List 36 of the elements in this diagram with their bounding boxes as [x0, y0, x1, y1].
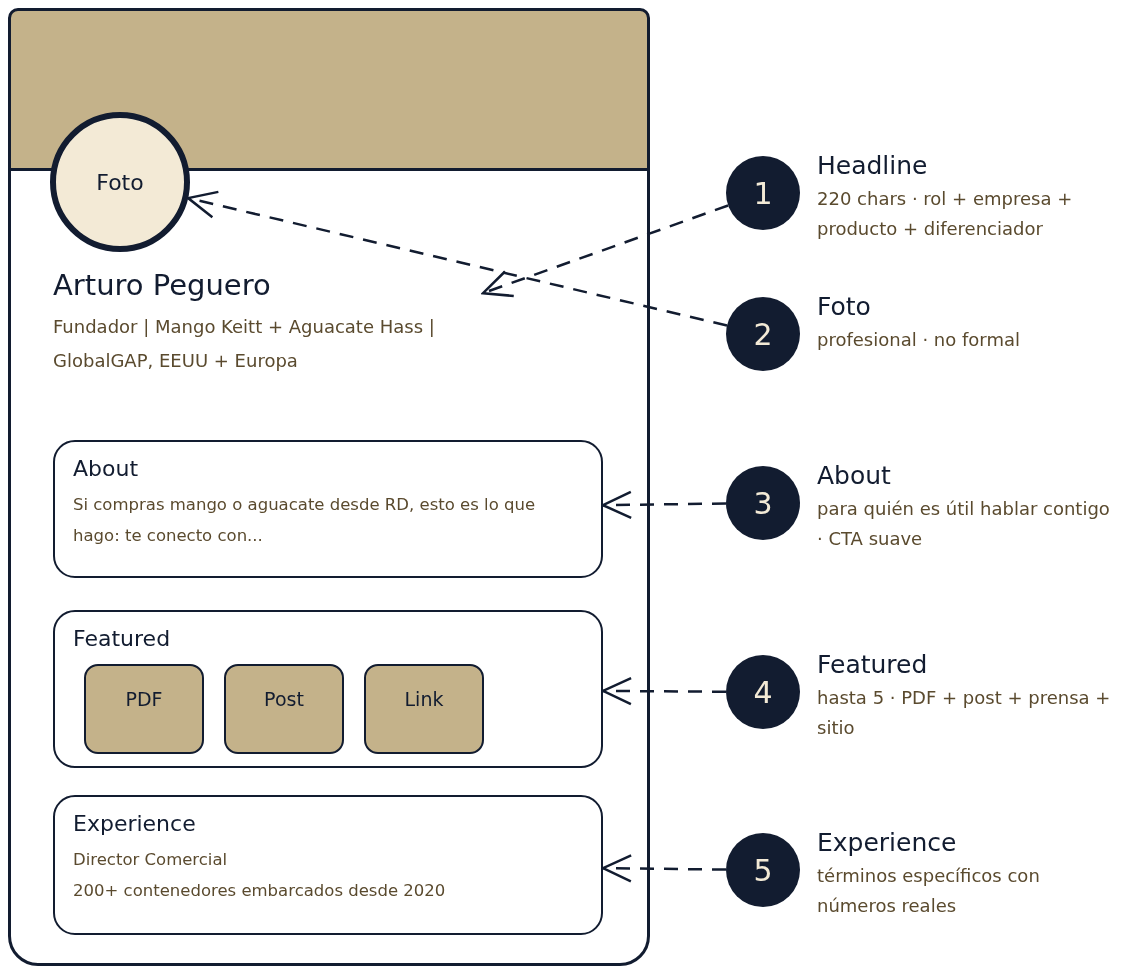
section-text: Director Comercial — [73, 849, 229, 871]
dashed-arrow — [601, 854, 726, 883]
callout-title: Headline — [817, 151, 929, 180]
featured-tile: Link — [364, 664, 484, 754]
section-text: 200+ contenedores embarcados desde 2020 — [73, 880, 447, 902]
section-heading: Experience — [73, 811, 197, 836]
callout-number: 1 — [726, 156, 800, 230]
dashed-arrow — [481, 204, 729, 298]
featured-tile: PDF — [84, 664, 204, 754]
dashed-arrow — [186, 190, 728, 327]
callout-text: para quién es útil hablar contigo · CTA suave — [817, 497, 1111, 551]
profile-card — [8, 8, 650, 966]
callout-number: 5 — [726, 833, 800, 907]
section-heading: Featured — [73, 626, 172, 651]
callout-title: Featured — [817, 650, 929, 679]
profile-name: Arturo Peguero — [53, 268, 272, 302]
callout-title: Experience — [817, 828, 958, 857]
callout-title: About — [817, 461, 892, 490]
profile-headline: Fundador | Mango Keitt + Aguacate Hass | GlobalGAP, EEUU + Europa — [53, 315, 436, 373]
callout-text: términos específicos con números reales — [817, 864, 1041, 918]
section-card — [53, 795, 603, 935]
section-card — [53, 440, 603, 578]
section-heading: About — [73, 456, 140, 481]
section-text: Si compras mango o aguacate desde RD, esto es lo que hago: te conecto con... — [73, 494, 537, 547]
callout-number: 3 — [726, 466, 800, 540]
callout-text: hasta 5 · PDF + post + prensa + sitio — [817, 686, 1112, 740]
callout-number: 2 — [726, 297, 800, 371]
callout-number: 4 — [726, 655, 800, 729]
section-card — [53, 610, 603, 768]
callout-text: profesional · no formal — [817, 328, 1021, 352]
featured-tile: Post — [224, 664, 344, 754]
callout-title: Foto — [817, 292, 872, 321]
dashed-arrow — [601, 490, 726, 520]
photo-circle: Foto — [50, 112, 190, 252]
dashed-arrow — [601, 676, 726, 706]
callout-text: 220 chars · rol + empresa + producto + diferenciador — [817, 187, 1074, 241]
